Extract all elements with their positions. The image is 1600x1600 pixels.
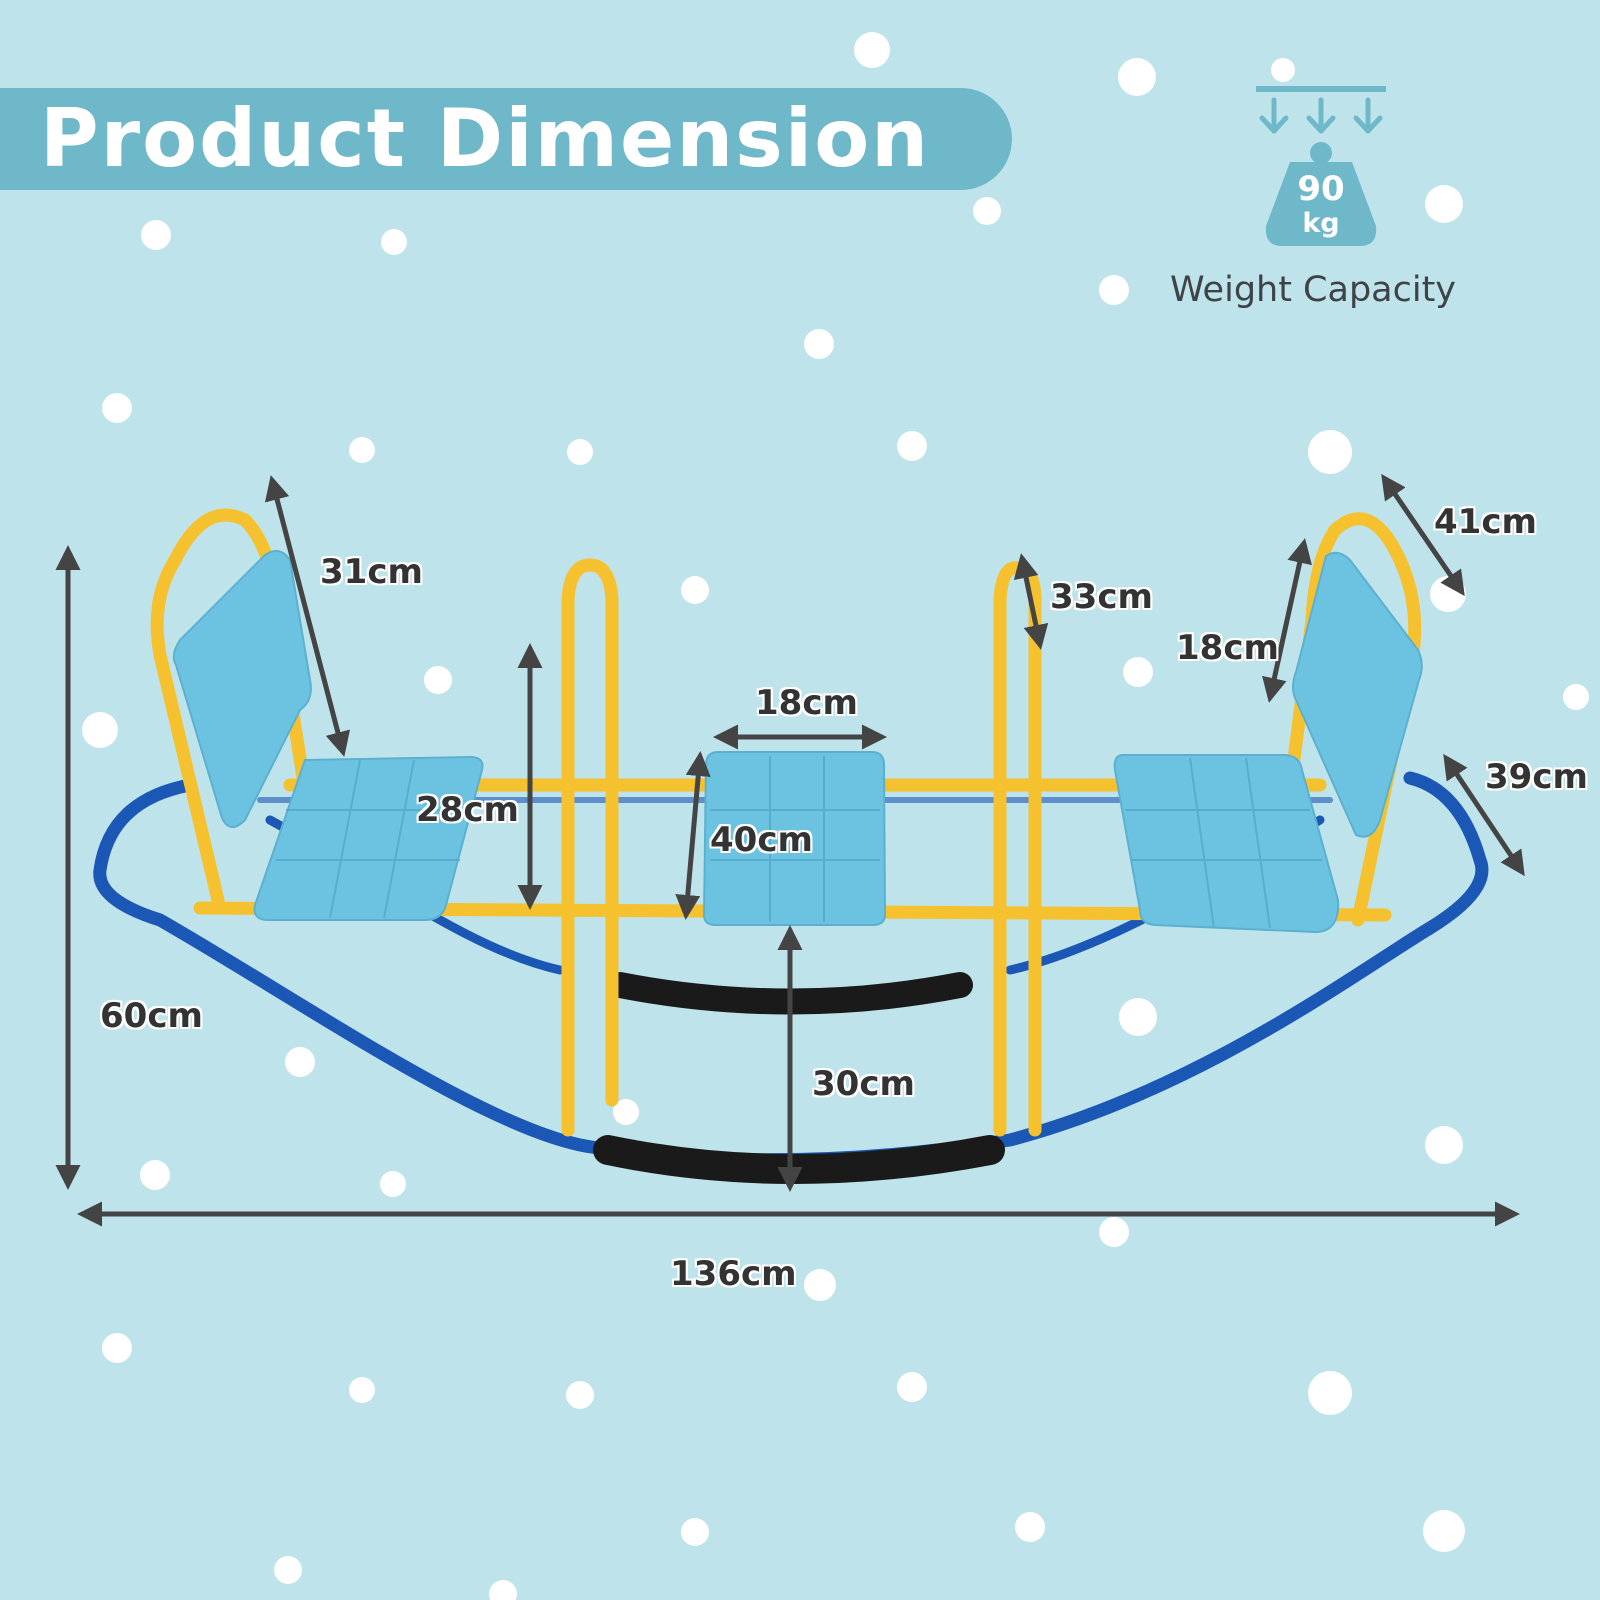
weight-icon: 90 kg <box>1256 86 1386 246</box>
dimension-arrows <box>55 473 1525 1227</box>
seat-grooves <box>276 756 1322 929</box>
title-banner <box>0 88 1012 190</box>
grip-pads <box>593 972 1005 1184</box>
dim-seat-to-handle: 28cm <box>416 790 519 830</box>
weight-unit: kg <box>1302 208 1339 239</box>
dim-center-seat-width: 18cm <box>755 683 858 723</box>
dim-ground-clearance: 30cm <box>812 1064 915 1104</box>
seats <box>172 550 1423 934</box>
dim-handle-height: 33cm <box>1050 577 1153 617</box>
background-dots <box>82 32 1589 1600</box>
dim-backrest-height-right: 18cm <box>1176 628 1279 668</box>
dim-backrest-width-right: 41cm <box>1434 502 1537 542</box>
dim-total-height: 60cm <box>100 996 203 1036</box>
dim-backrest-height-left: 31cm <box>320 552 423 592</box>
weight-value: 90 <box>1297 169 1344 209</box>
weight-capacity-label: Weight Capacity <box>1170 270 1457 310</box>
dim-end-rail: 39cm <box>1485 757 1588 797</box>
dim-total-length: 136cm <box>670 1254 797 1294</box>
page-title: Product Dimension <box>40 92 931 185</box>
dim-center-seat-depth: 40cm <box>710 820 813 860</box>
